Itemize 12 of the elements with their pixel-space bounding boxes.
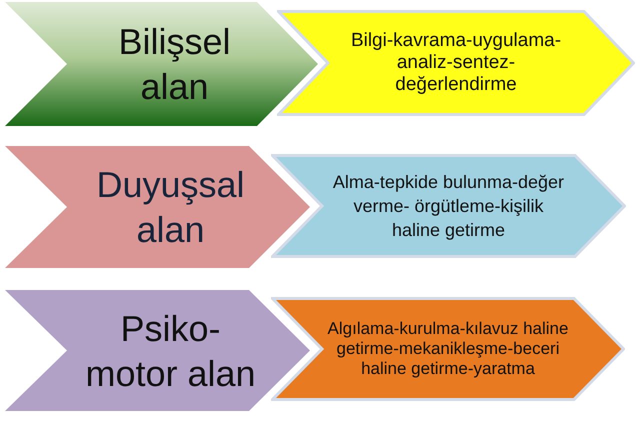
steps-text: Alma-tepkide bulunma-değer verme- örgütleme-kişilik haline getirme — [332, 171, 566, 242]
chevron-shape — [5, 2, 318, 126]
domain-label: Bilişsel alan — [117, 20, 232, 109]
domain-label: Duyuşsal alan — [95, 163, 246, 252]
chevron-shape — [5, 146, 310, 268]
steps-text: Algılama-kurulma-kılavuz haline getirme-mekanikleşme-beceri haline getirme-yaratma — [326, 319, 570, 379]
arrow-shape — [271, 154, 626, 258]
domain-label: Psiko-motor alan — [84, 306, 257, 396]
arrow-shape — [271, 297, 625, 401]
arrow-shape — [277, 10, 635, 116]
steps-text: Bilgi-kavrama-uygulama-analiz-sentez-değerlendirme — [350, 30, 562, 96]
chevron-shape — [5, 290, 310, 411]
